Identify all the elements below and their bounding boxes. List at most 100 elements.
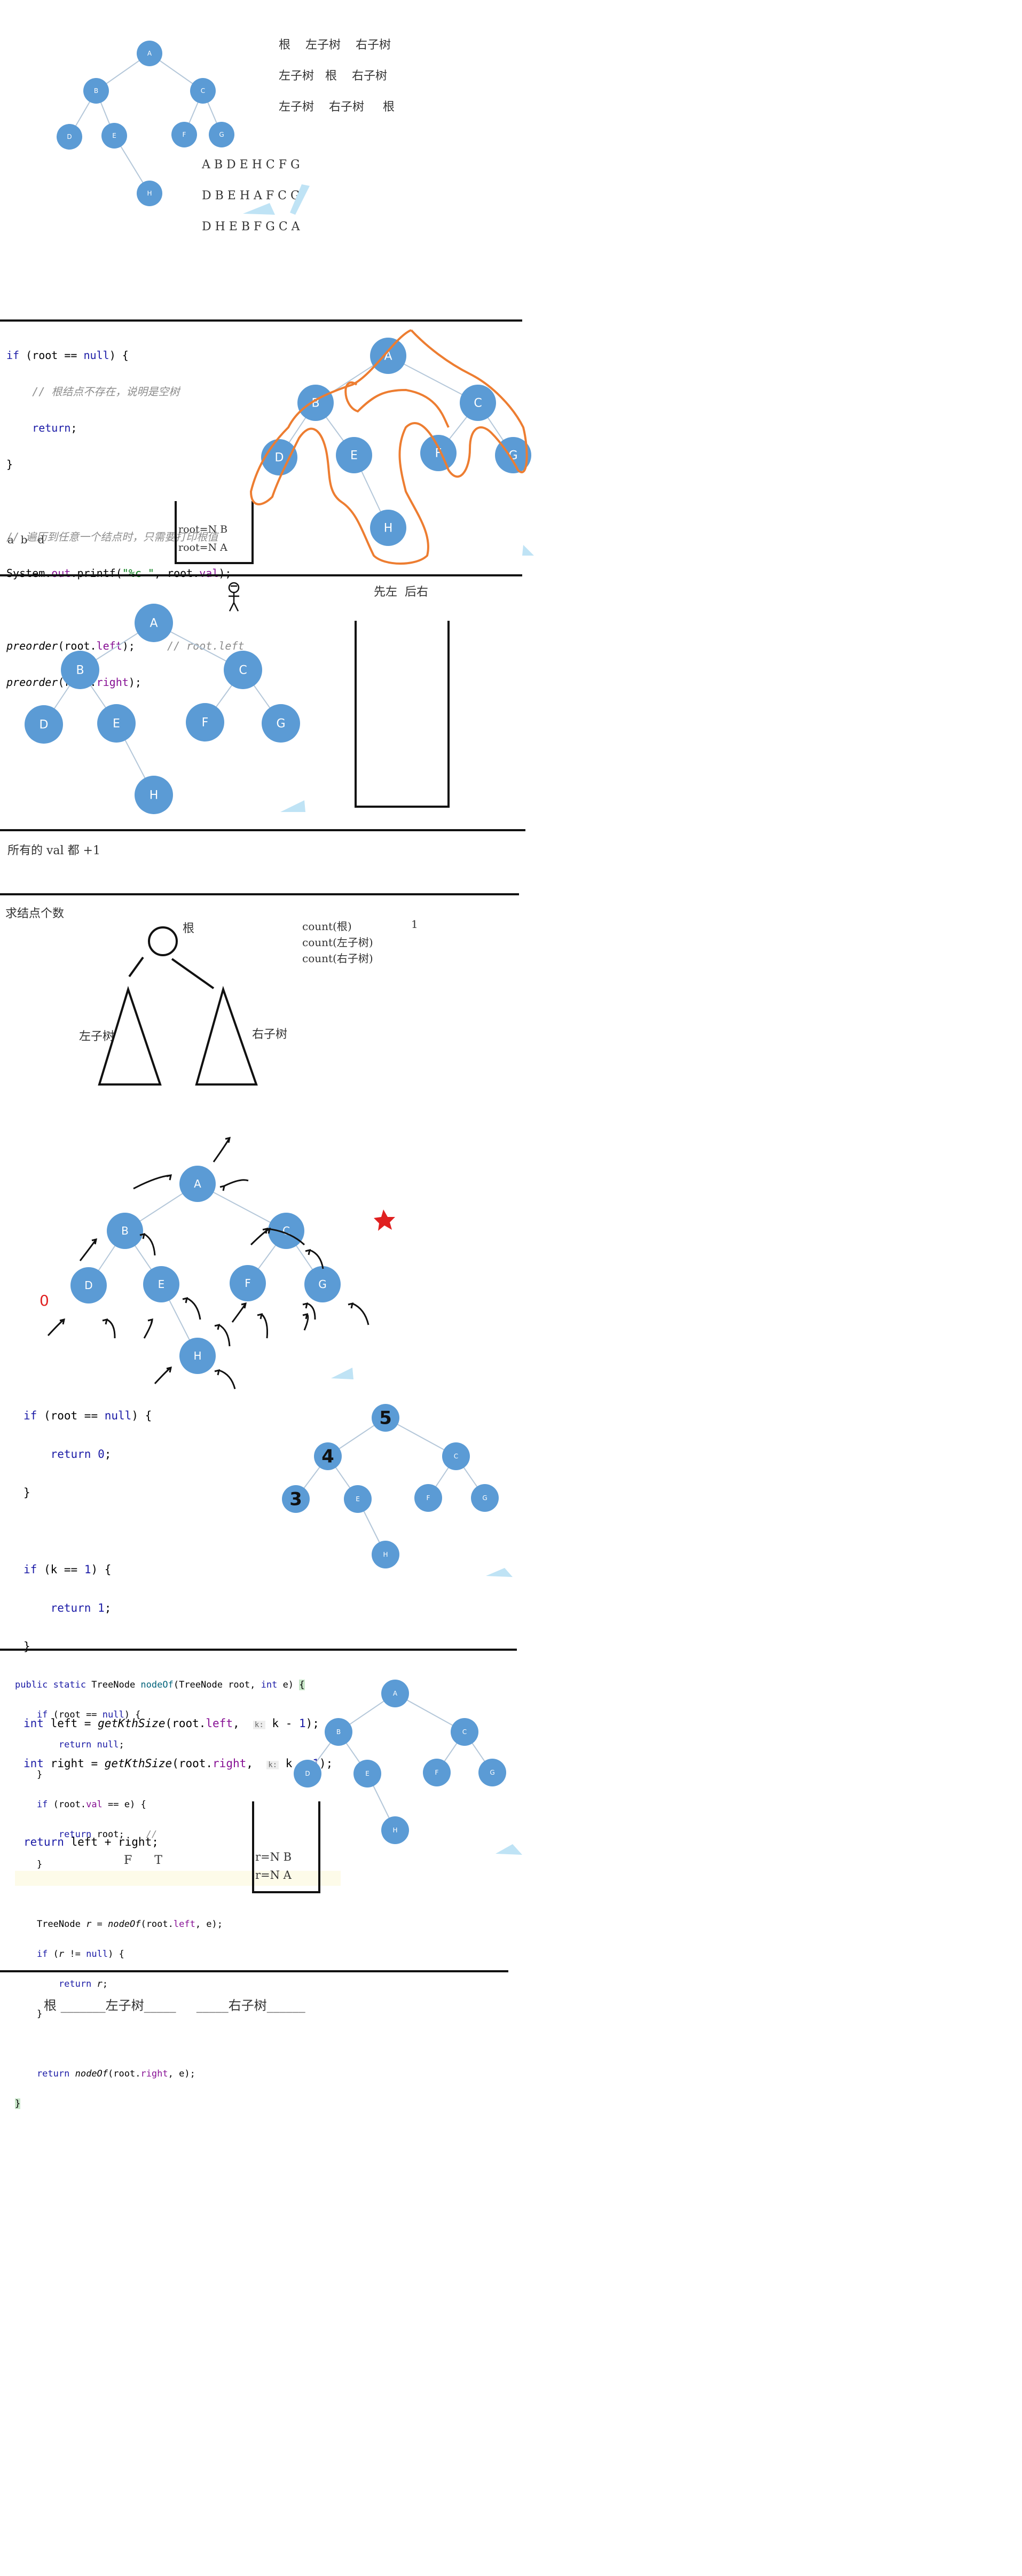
tree-node-a: A: [179, 1166, 216, 1202]
order-inorder: 左子树 根 右子树: [279, 69, 387, 83]
arrow: [186, 1297, 201, 1320]
nodeof-code: public static TreeNode nodeOf(TreeNode r…: [15, 1662, 305, 2126]
code-line: if (root == null) {: [6, 349, 129, 362]
arrow: [352, 1302, 370, 1325]
tree-node-a: A: [381, 1680, 409, 1707]
root-label: 根: [183, 922, 195, 935]
code-line: if (r != null) {: [15, 1949, 124, 1960]
arrow: [261, 1313, 268, 1339]
sequence-inorder: D B E H A F C G: [202, 189, 300, 202]
tree-node-b: B: [325, 1718, 352, 1746]
tree-node-f: F: [230, 1265, 266, 1301]
tree-node-g: G: [209, 122, 234, 147]
tree-node-e: E: [336, 437, 372, 473]
svg-text:H: H: [384, 522, 393, 535]
svg-text:F: F: [245, 1277, 251, 1290]
eraser-mark: [496, 1844, 522, 1855]
param-hint: k:: [253, 1721, 265, 1729]
svg-text:D: D: [40, 719, 49, 732]
svg-text:G: G: [482, 1494, 487, 1502]
tree-node-d: D: [57, 124, 82, 150]
svg-text:A: A: [147, 50, 152, 57]
false-true-marks: F T: [124, 1854, 162, 1867]
svg-text:C: C: [474, 397, 482, 410]
svg-text:E: E: [365, 1770, 370, 1777]
code-line: }: [15, 2098, 21, 2109]
tree-node-c: C: [224, 651, 262, 689]
tree-node-h: H: [179, 1338, 216, 1374]
sequence-postorder: D H E B F G C A: [202, 220, 300, 233]
eraser-mark: [331, 1368, 353, 1379]
count-title: 求结点个数: [5, 907, 65, 920]
arrow: [231, 1303, 247, 1323]
tree-node-f: F: [420, 435, 457, 471]
tree-node-g: G: [478, 1759, 506, 1786]
divider-2: [0, 574, 522, 576]
arrowhead: [302, 1313, 308, 1320]
svg-text:H: H: [383, 1551, 388, 1558]
kth-size-code: if (root == null) { return 0; } if (k ==…: [23, 1387, 333, 1871]
tree-node-a: A: [135, 604, 173, 642]
tree-node-e: E: [143, 1266, 179, 1302]
code-line: }: [6, 458, 13, 471]
tree-node-c: C: [190, 78, 216, 104]
arrowhead: [91, 1238, 97, 1245]
arrow: [133, 1174, 171, 1190]
code-line: }: [23, 1640, 30, 1653]
arrowhead: [265, 1227, 271, 1234]
zero-mark: 0: [40, 1292, 49, 1309]
count-root-value: 1: [411, 918, 418, 931]
arrowhead: [241, 1302, 247, 1309]
tree-node-d: 3: [282, 1485, 310, 1513]
arrow: [154, 1367, 171, 1385]
svg-text:H: H: [150, 789, 159, 802]
tree-node-e: E: [101, 123, 127, 149]
stick-figure-icon: [228, 582, 240, 612]
arrowhead: [139, 1232, 145, 1239]
svg-text:F: F: [202, 716, 209, 730]
code-line: }: [15, 1769, 43, 1780]
star-icon: [374, 1209, 395, 1231]
sequence-preorder: A B D E H C F G: [202, 158, 300, 171]
code-line: return 0;: [23, 1448, 112, 1461]
empty-stack: [355, 621, 450, 808]
svg-text:A: A: [150, 617, 158, 630]
tree-node-b: B: [297, 385, 334, 421]
svg-text:C: C: [239, 664, 247, 677]
tree-node-b: B: [107, 1213, 143, 1249]
svg-text:C: C: [454, 1453, 458, 1460]
arrow: [250, 1228, 270, 1246]
code-line: return left + right;: [23, 1836, 159, 1848]
arrowhead: [182, 1297, 188, 1303]
code-line: return 1;: [23, 1602, 112, 1614]
tree-node-c: C: [442, 1442, 470, 1470]
tree-node-b: B: [61, 651, 99, 689]
tree-node-h: H: [372, 1541, 399, 1568]
printed-output: a b d: [7, 533, 45, 546]
arrow: [144, 1233, 156, 1256]
arrowhead: [166, 1174, 172, 1181]
arrow: [218, 1324, 231, 1347]
level-mark: 3: [289, 1489, 302, 1510]
svg-text:G: G: [219, 131, 224, 138]
svg-text:F: F: [183, 131, 186, 138]
svg-text:G: G: [318, 1278, 327, 1291]
divider-6: [0, 1970, 508, 1972]
svg-text:E: E: [350, 449, 358, 463]
count-root: count(根): [302, 920, 352, 933]
stack-frame: r=N A: [255, 1869, 292, 1882]
count-right: count(右子树): [302, 952, 373, 965]
svg-text:B: B: [336, 1728, 341, 1736]
arrowhead: [219, 1184, 225, 1191]
tree-node-f: F: [414, 1484, 442, 1512]
level-mark: 5: [379, 1408, 392, 1428]
arrow: [218, 1369, 236, 1390]
svg-text:B: B: [76, 664, 84, 677]
code-line: int left = getKthSize(root.left, k: k - …: [23, 1717, 319, 1730]
svg-text:H: H: [193, 1349, 201, 1362]
current-line-highlight: [15, 1871, 341, 1886]
